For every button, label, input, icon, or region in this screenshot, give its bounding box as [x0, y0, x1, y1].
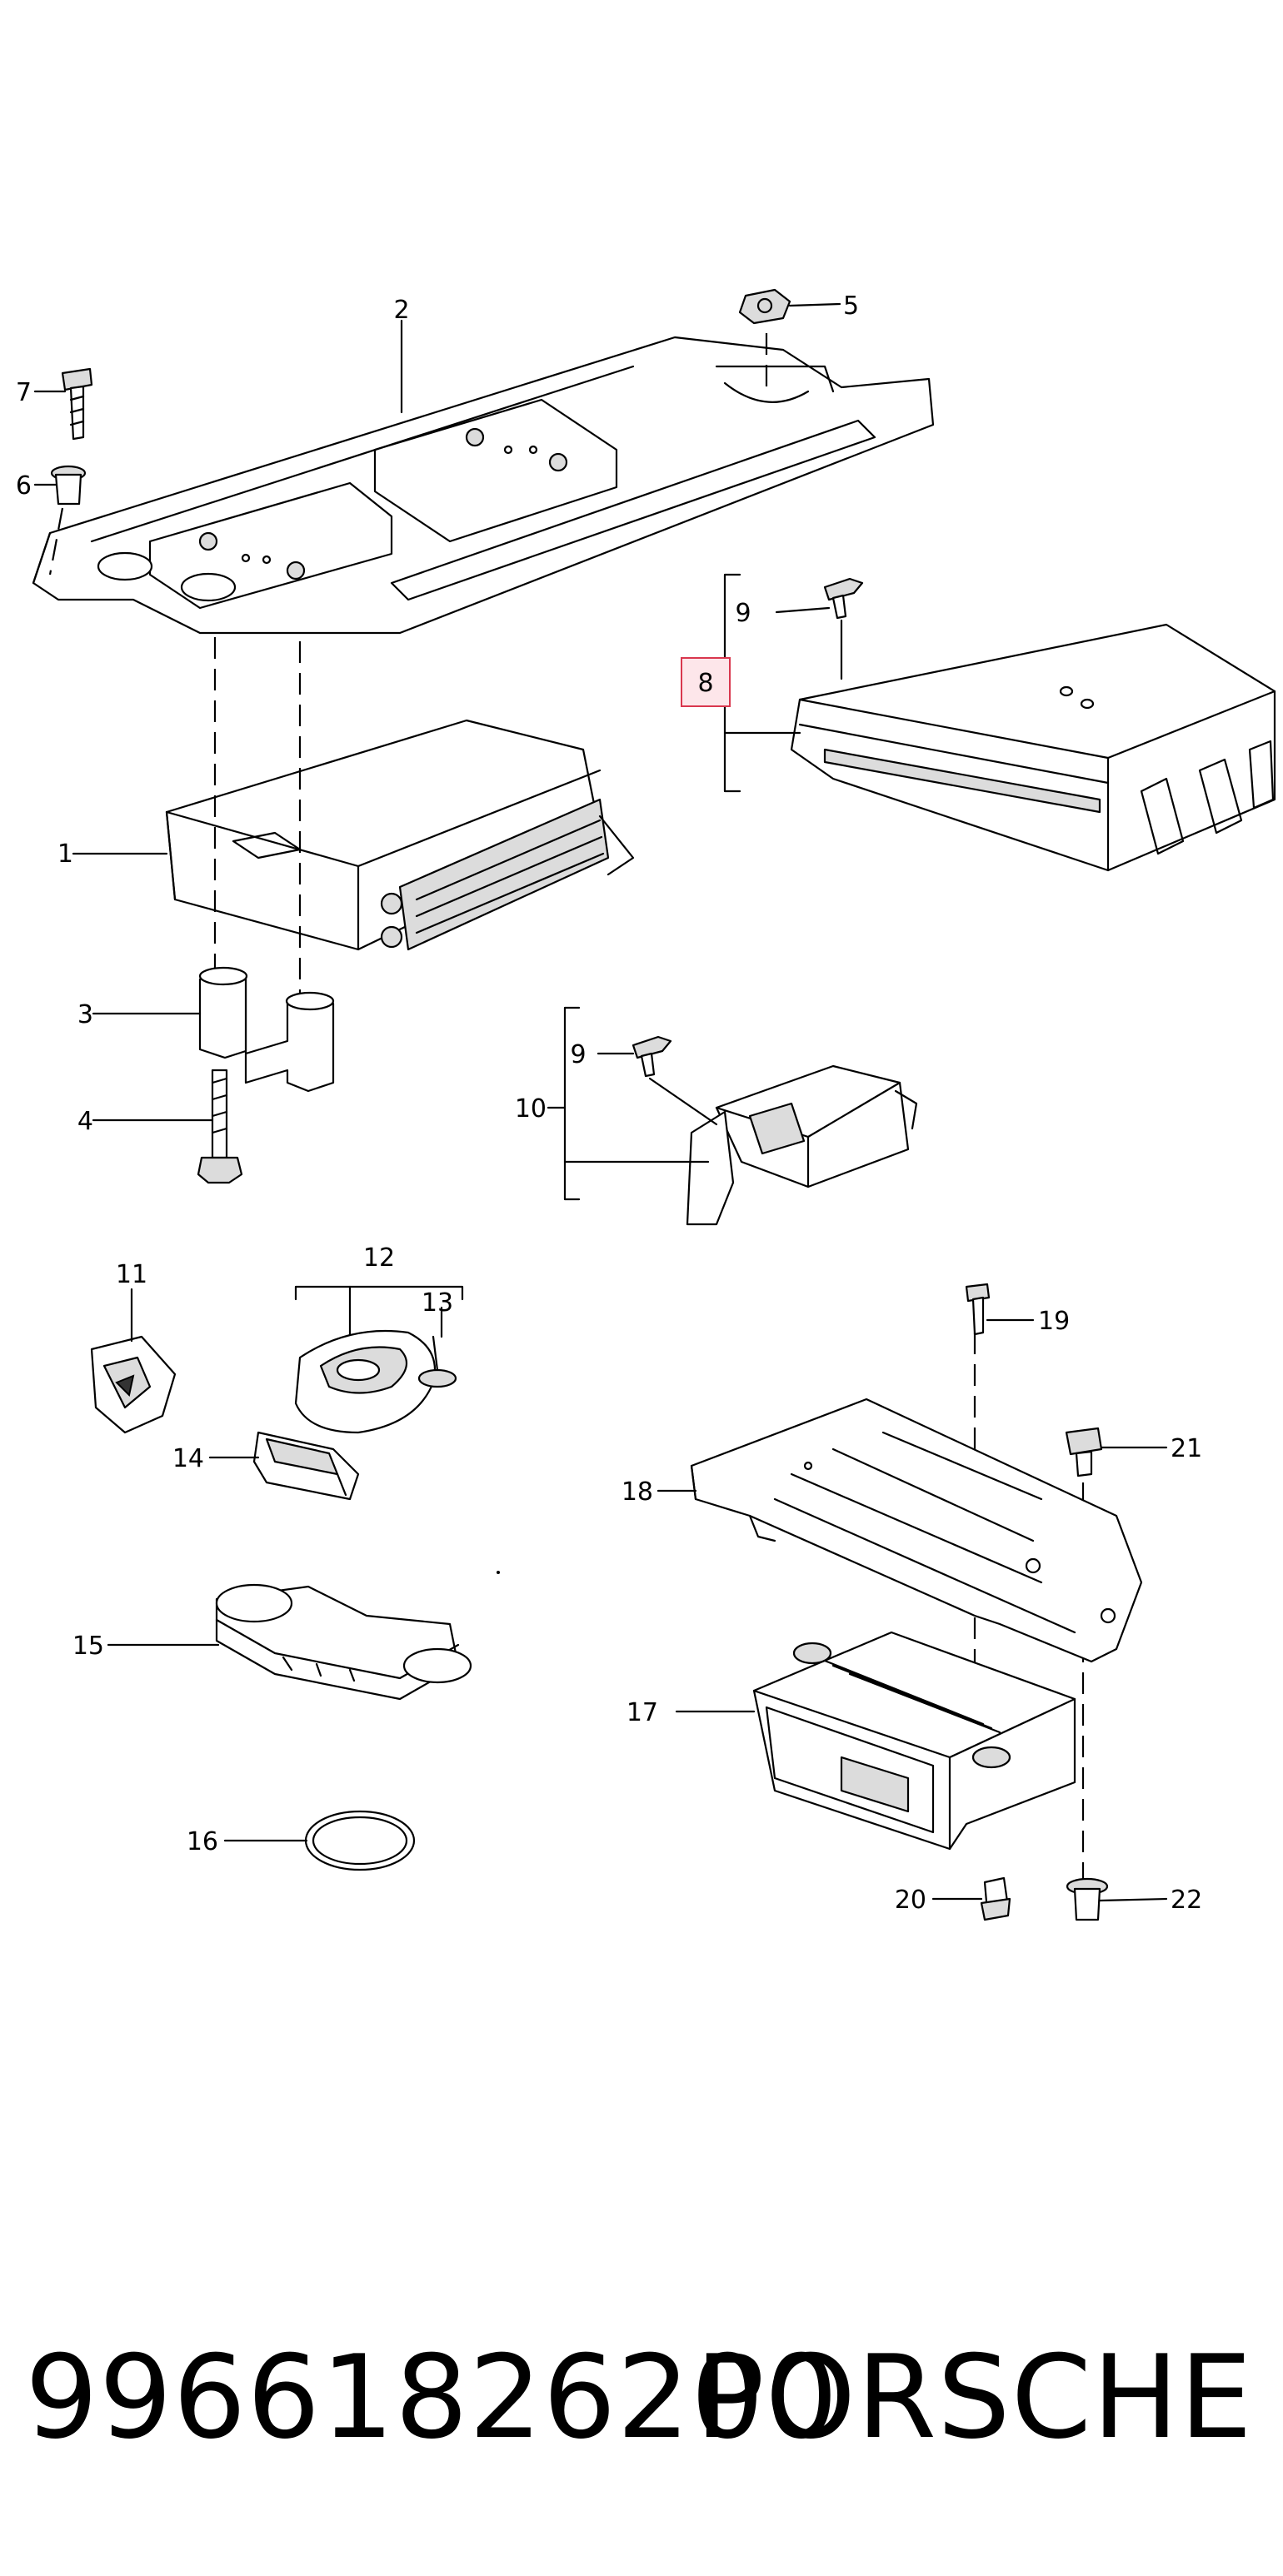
- control-unit-part-17: [752, 1631, 1076, 1851]
- control-unit-part-8: [790, 623, 1276, 872]
- callout-5: 5: [843, 291, 859, 321]
- switch-part-14: [252, 1431, 360, 1501]
- callout-8: 8: [697, 669, 713, 698]
- cap-part-13: [417, 1335, 457, 1388]
- leader-lines: [33, 302, 1168, 1902]
- relay-unit-part-10: [686, 1064, 918, 1226]
- callout-7: 7: [16, 378, 32, 407]
- remote-transmitter-part-12: [294, 1329, 437, 1434]
- bolt-part-4: [197, 1069, 243, 1184]
- nut-part-5: [738, 288, 791, 325]
- callout-6: 6: [16, 471, 32, 501]
- callout-21: 21: [1171, 1434, 1202, 1463]
- callout-13: 13: [422, 1288, 453, 1318]
- callout-4: 4: [77, 1107, 93, 1136]
- footer: 99661826200 PORSCHE: [0, 2315, 1283, 2482]
- clip-part-9-middle: [632, 1035, 718, 1126]
- callout-10: 10: [515, 1094, 547, 1124]
- exploded-parts-diagram: 1 2 3 4 5 6 7 8 9 9 10 11 12 13 14 15 16…: [16, 288, 1276, 1921]
- callout-22: 22: [1171, 1886, 1202, 1915]
- screw-part-7: [61, 367, 93, 441]
- callout-20: 20: [895, 1886, 926, 1915]
- group-bracket-12: [294, 1285, 464, 1301]
- group-bracket-10: [563, 1006, 581, 1201]
- bolt-part-21: [1065, 1427, 1103, 1477]
- callout-12: 12: [363, 1243, 395, 1273]
- spacer-bracket-part-3: [198, 966, 335, 1093]
- callout-9-middle: 9: [570, 1040, 586, 1069]
- screw-part-19: [965, 1283, 991, 1336]
- callout-17: 17: [627, 1698, 658, 1727]
- ring-part-16: [304, 1810, 416, 1871]
- grommet-part-20: [980, 1876, 1011, 1921]
- callout-9-top: 9: [735, 599, 751, 628]
- callout-8-highlight: [681, 657, 731, 707]
- sleeve-part-6: [48, 465, 87, 575]
- stray-mark: [497, 1571, 500, 1574]
- spacer-part-22: [1066, 1877, 1109, 1921]
- callout-19: 19: [1038, 1307, 1070, 1336]
- callout-15: 15: [72, 1632, 104, 1661]
- antenna-module-part-15: [215, 1583, 472, 1701]
- brand-name: PORSCHE: [695, 2330, 1253, 2464]
- callout-11: 11: [116, 1260, 147, 1289]
- clip-part-9-top: [823, 577, 864, 680]
- bracket-plate-part-18: [690, 1398, 1143, 1663]
- callout-16: 16: [187, 1827, 218, 1856]
- control-unit-part-1: [165, 719, 635, 951]
- key-part-11: [90, 1335, 177, 1434]
- callout-14: 14: [172, 1444, 204, 1473]
- callout-1: 1: [57, 840, 73, 869]
- part-number: 99661826200: [25, 2330, 839, 2464]
- callout-3: 3: [77, 1000, 93, 1029]
- callout-18: 18: [622, 1477, 653, 1507]
- callout-2: 2: [393, 296, 409, 325]
- mounting-plate-part-2: [32, 336, 935, 635]
